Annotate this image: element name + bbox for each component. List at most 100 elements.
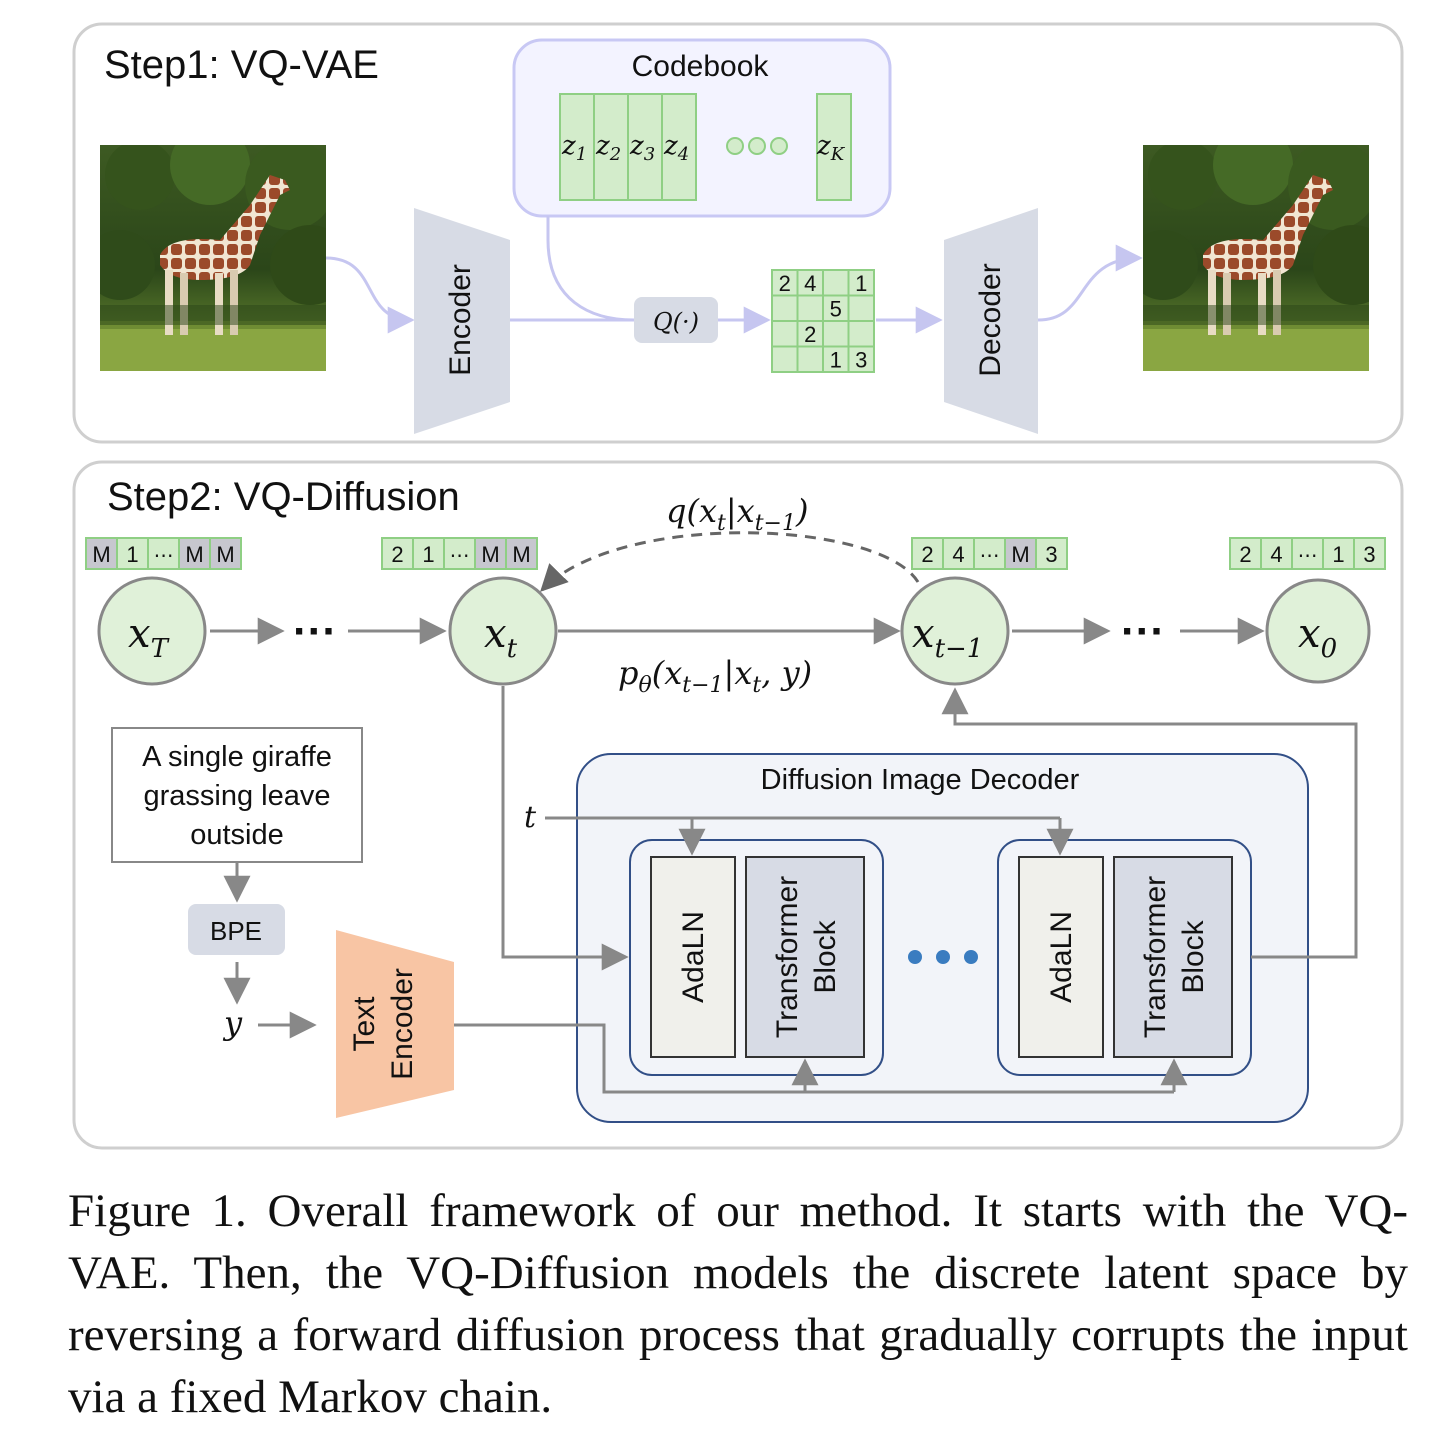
token-value: M [92, 542, 110, 567]
codebook-cell [661, 93, 697, 201]
reverse-process-label: pθ(xt−1|xt, y) [618, 654, 812, 698]
node-xt-label: xt [484, 611, 518, 664]
layers-ellipsis-dot [964, 950, 978, 964]
token-value: ⋯ [154, 545, 174, 567]
quantizer-label: Q(·) [653, 308, 699, 336]
decoder-label: Decoder [974, 263, 1007, 376]
codebook-title: Codebook [632, 50, 770, 83]
transformer-label-2a: Transformer [1139, 876, 1172, 1038]
forward-process-arc [540, 531, 920, 592]
token-value: M [216, 542, 234, 567]
forward-process-label: q(xt|xt−1) [666, 492, 808, 536]
codebook-entry-3: z3 [629, 131, 655, 165]
grid-cell [796, 269, 824, 297]
token-cell [178, 537, 211, 570]
token-cell [505, 537, 538, 570]
node-xT-label: xT [128, 611, 170, 664]
grid-cell [847, 345, 875, 373]
token-value: 2 [921, 542, 933, 567]
token-cell [1353, 537, 1386, 570]
codebook-ellipsis-dot [770, 137, 788, 155]
grid-cell [847, 294, 875, 322]
token-value: 1 [126, 542, 138, 567]
token-value: M [1011, 542, 1029, 567]
token-value: 3 [1363, 542, 1375, 567]
grid-cell [796, 345, 824, 373]
figure-caption: Figure 1. Overall framework of our metho… [68, 1185, 1408, 1423]
t-label: t [524, 800, 537, 835]
grid-cell [847, 320, 875, 348]
transformer-block-1 [745, 856, 865, 1058]
diffusion-decoder-title: Diffusion Image Decoder [761, 764, 1080, 796]
grid-token: 1 [855, 271, 867, 296]
grid-token: 4 [804, 271, 816, 296]
text-condition-line [454, 1023, 1174, 1094]
grid-token: 2 [779, 271, 791, 296]
transformer-label-1a: Transformer [771, 876, 804, 1038]
quantizer-box [634, 297, 718, 343]
step1-title: Step1: VQ-VAE [104, 43, 379, 87]
transformer-label-1b: Block [809, 919, 842, 993]
codebook-entries: z1 z2 z3 z4 zK [559, 93, 852, 201]
token-cell [85, 537, 118, 570]
codebook-entry-4: z4 [663, 131, 689, 165]
node-xT [97, 576, 207, 686]
node-x0 [1265, 578, 1371, 684]
token-cell [1260, 537, 1293, 570]
node-xt-minus-1-label: xt−1 [912, 611, 983, 664]
token-cell [1291, 537, 1324, 570]
framework-diagram: Step1: VQ-VAE Codebook z1 z2 z3 z4 zK En… [72, 22, 1404, 1150]
codebook-ellipsis-dot [726, 137, 744, 155]
input-image [100, 145, 326, 371]
token-value: M [481, 542, 499, 567]
token-value: ⋯ [980, 545, 1000, 567]
adaln-label-1: AdaLN [677, 911, 710, 1003]
adaln-block-2 [1018, 856, 1104, 1058]
token-value: 1 [1332, 542, 1344, 567]
grid-cell [822, 345, 850, 373]
bpe-label: BPE [210, 916, 262, 946]
chain-ellipsis-right: ··· [1121, 607, 1165, 656]
transformer-label-2b: Block [1177, 919, 1210, 993]
token-value: 2 [1239, 542, 1251, 567]
grid-token: 1 [830, 347, 842, 372]
token-cell [1035, 537, 1068, 570]
codebook-entry-k: zK [816, 131, 846, 165]
decoder-block [944, 208, 1038, 434]
bpe-box [188, 904, 285, 955]
encoder-block [414, 208, 510, 434]
token-value: 2 [391, 542, 403, 567]
text-encoder-label-1: Text [348, 996, 381, 1052]
codebook-entry-2: z2 [595, 131, 621, 165]
text-prompt-line-3: outside [190, 819, 284, 851]
adaln-label-2: AdaLN [1045, 911, 1078, 1003]
grid-cell [847, 269, 875, 297]
y-label: y [222, 1004, 243, 1042]
output-image [1143, 145, 1369, 371]
codebook-cell [559, 93, 595, 201]
step1-panel [72, 22, 1404, 444]
token-value: 4 [952, 542, 964, 567]
node-xt-minus-1 [900, 576, 1010, 686]
token-cell [209, 537, 242, 570]
codebook-ellipsis-dot [748, 137, 766, 155]
token-cell [474, 537, 507, 570]
chain-ellipsis-left: ··· [293, 607, 337, 656]
grid-token: 3 [855, 347, 867, 372]
text-encoder-block [336, 930, 454, 1118]
text-prompt-line-1: A single giraffe [142, 741, 332, 773]
token-cell [147, 537, 180, 570]
layers-ellipsis-dot [936, 950, 950, 964]
token-cell [1229, 537, 1262, 570]
step2-title: Step2: VQ-Diffusion [107, 475, 460, 519]
grid-cell [771, 345, 799, 373]
transformer-block-2 [1113, 856, 1233, 1058]
arrow-decoder-output [941, 687, 1358, 959]
grid-token: 2 [804, 322, 816, 347]
token-value: 3 [1045, 542, 1057, 567]
text-encoder-label-2: Encoder [386, 968, 419, 1080]
codebook-entry-1: z1 [561, 131, 587, 165]
token-value: 1 [422, 542, 434, 567]
codebook-cell [816, 93, 852, 201]
